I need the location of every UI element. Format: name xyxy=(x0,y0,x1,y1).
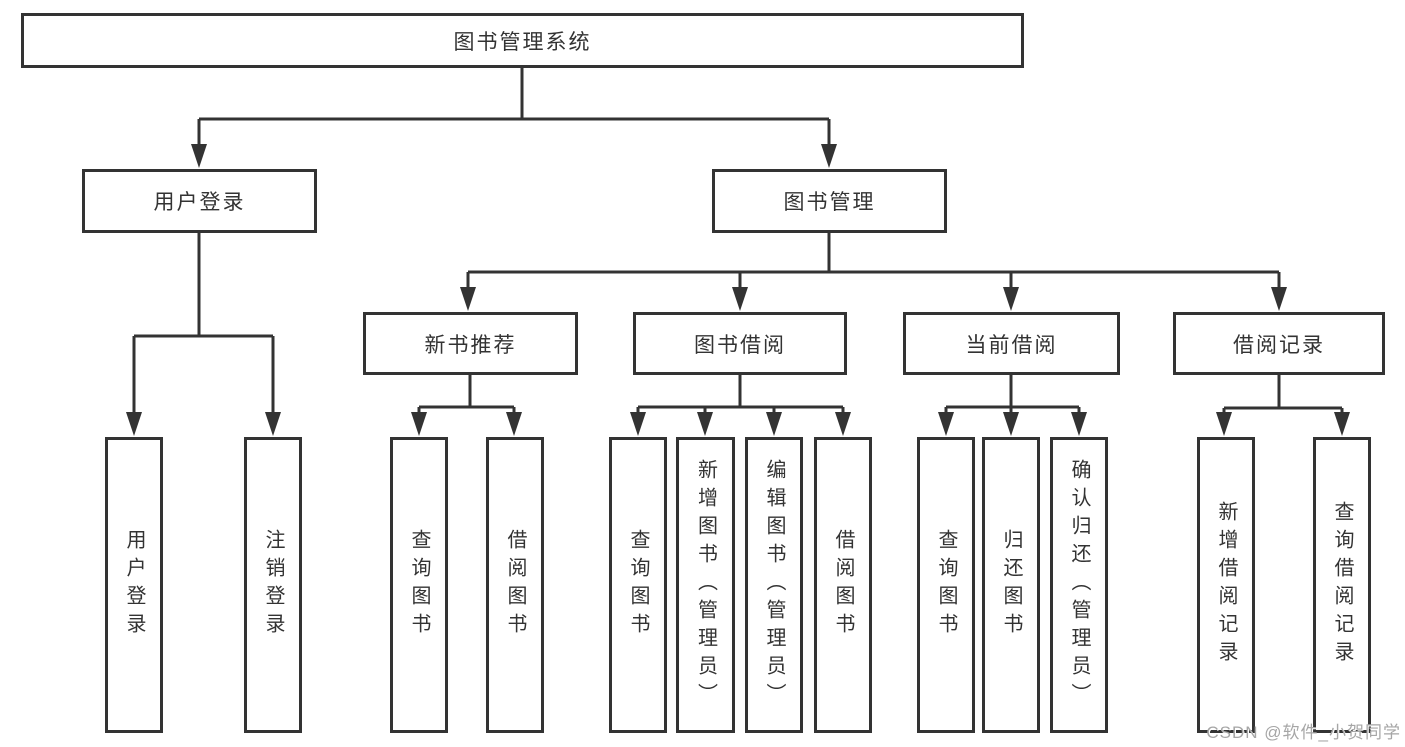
leaf-borrow-books: 借阅图书 xyxy=(814,437,872,733)
connector-root-to-level2 xyxy=(197,68,831,145)
leaf-current-query-books-label: 查询图书 xyxy=(935,529,957,641)
arrowheads-level4 xyxy=(126,412,1350,436)
node-book-management: 图书管理 xyxy=(712,169,947,233)
leaf-add-borrow-record-label: 新增借阅记录 xyxy=(1215,501,1237,669)
connector-borrow-records-children xyxy=(1222,375,1344,413)
leaf-add-borrow-record: 新增借阅记录 xyxy=(1197,437,1255,733)
leaf-recommend-query-books-label: 查询图书 xyxy=(408,529,430,641)
leaf-current-query-books: 查询图书 xyxy=(917,437,975,733)
leaf-borrow-query-books: 查询图书 xyxy=(609,437,667,733)
leaf-edit-books-admin: 编辑图书（管理员） xyxy=(745,437,803,733)
connector-new-book-children xyxy=(417,375,516,413)
node-new-book-recommend-label: 新书推荐 xyxy=(424,333,517,357)
csdn-watermark: CSDN @软件_小贺同学 xyxy=(1206,723,1401,742)
leaf-confirm-return-admin: 确认归还（管理员） xyxy=(1050,437,1108,733)
leaf-edit-books-admin-label: 编辑图书（管理员） xyxy=(763,459,785,711)
arrowheads-level3 xyxy=(460,287,1287,311)
leaf-user-login: 用户登录 xyxy=(105,437,163,733)
node-root-system: 图书管理系统 xyxy=(21,13,1024,68)
leaf-query-borrow-record: 查询借阅记录 xyxy=(1313,437,1371,733)
node-book-management-label: 图书管理 xyxy=(783,191,876,214)
connector-management-to-level3 xyxy=(466,233,1281,288)
node-new-book-recommend: 新书推荐 xyxy=(363,312,578,375)
leaf-return-books: 归还图书 xyxy=(982,437,1040,733)
leaf-user-login-label: 用户登录 xyxy=(123,529,145,641)
leaf-borrow-books-label: 借阅图书 xyxy=(832,529,854,641)
leaf-return-books-label: 归还图书 xyxy=(1000,529,1022,641)
connector-current-borrow-children xyxy=(944,375,1081,413)
leaf-add-books-admin: 新增图书（管理员） xyxy=(676,437,735,733)
connector-user-login-children xyxy=(132,233,275,413)
node-borrow-records-label: 借阅记录 xyxy=(1233,333,1325,357)
node-book-borrow-label: 图书借阅 xyxy=(694,333,786,357)
leaf-recommend-borrow-books-label: 借阅图书 xyxy=(504,529,526,641)
leaf-query-borrow-record-label: 查询借阅记录 xyxy=(1331,501,1353,669)
node-root-system-label: 图书管理系统 xyxy=(453,30,592,54)
leaf-recommend-borrow-books: 借阅图书 xyxy=(486,437,544,733)
leaf-add-books-admin-label: 新增图书（管理员） xyxy=(694,459,717,711)
leaf-borrow-query-books-label: 查询图书 xyxy=(627,529,649,641)
node-current-borrow: 当前借阅 xyxy=(903,312,1120,375)
node-user-login-label: 用户登录 xyxy=(153,191,246,214)
connector-book-borrow-children xyxy=(636,375,845,413)
arrowheads-level2 xyxy=(191,144,837,168)
node-current-borrow-label: 当前借阅 xyxy=(965,333,1058,357)
leaf-confirm-return-admin-label: 确认归还（管理员） xyxy=(1068,459,1090,711)
leaf-recommend-query-books: 查询图书 xyxy=(390,437,448,733)
leaf-logout: 注销登录 xyxy=(244,437,302,733)
node-user-login: 用户登录 xyxy=(82,169,317,233)
node-book-borrow: 图书借阅 xyxy=(633,312,847,375)
node-borrow-records: 借阅记录 xyxy=(1173,312,1385,375)
leaf-logout-label: 注销登录 xyxy=(262,529,284,641)
